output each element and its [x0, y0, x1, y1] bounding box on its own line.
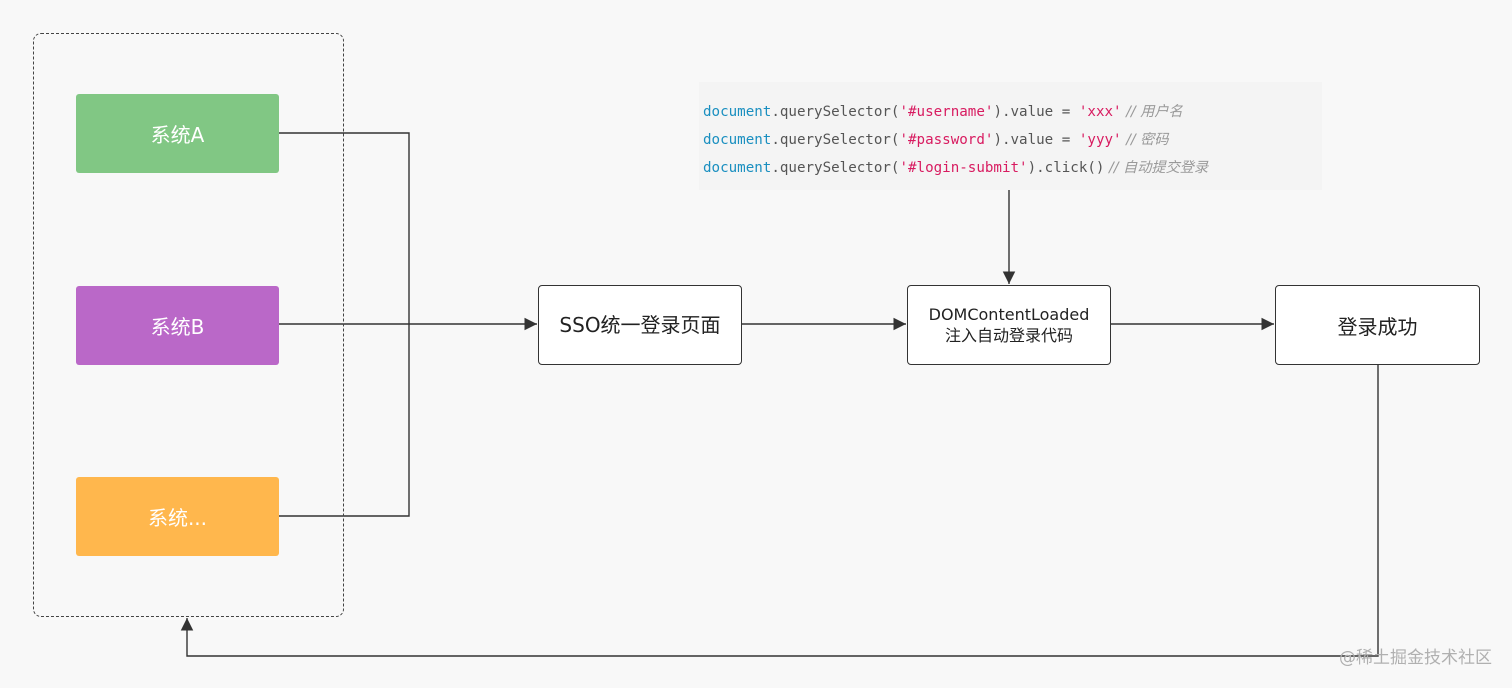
edge-system-etc: [279, 324, 410, 517]
code-line: document.querySelector('#username').valu…: [703, 98, 1322, 126]
code-comment: // 自动提交登录: [1104, 160, 1209, 176]
code-call: ).value =: [993, 104, 1079, 120]
system-b-node: 系统B: [76, 286, 279, 365]
login-success-label: 登录成功: [1337, 314, 1418, 339]
code-object: document: [703, 104, 772, 120]
code-object: document: [703, 132, 772, 148]
code-object: document: [703, 160, 772, 176]
watermark: @稀土掘金技术社区: [1339, 648, 1492, 668]
code-string: '#login-submit': [899, 160, 1028, 176]
code-call: ).value =: [993, 132, 1079, 148]
code-line: document.querySelector('#password').valu…: [703, 126, 1322, 154]
login-success-node: 登录成功: [1275, 285, 1480, 365]
dom-inject-node: DOMContentLoaded 注入自动登录代码: [907, 285, 1111, 365]
dom-inject-label-line1: DOMContentLoaded: [928, 305, 1090, 324]
sso-login-page-label: SSO统一登录页面: [559, 313, 721, 337]
system-etc-label: 系统...: [147, 506, 208, 530]
code-line: document.querySelector('#login-submit').…: [703, 154, 1322, 182]
code-call: .querySelector(: [771, 160, 900, 176]
dom-inject-label-line2: 注入自动登录代码: [944, 326, 1073, 345]
code-snippet: document.querySelector('#username').valu…: [699, 82, 1322, 190]
systems-group: [33, 33, 344, 617]
edge-system-a: [279, 132, 410, 324]
code-value: 'xxx': [1078, 104, 1122, 120]
system-etc-node: 系统...: [76, 477, 279, 556]
code-comment: // 用户名: [1121, 104, 1183, 120]
code-call: ).click(): [1027, 160, 1105, 176]
sso-login-page-node: SSO统一登录页面: [538, 285, 742, 365]
system-b-label: 系统B: [150, 315, 205, 339]
code-value: 'yyy': [1078, 132, 1122, 148]
edge-success-to-systems: [180, 365, 1379, 657]
code-string: '#password': [899, 132, 994, 148]
code-call: .querySelector(: [771, 104, 900, 120]
code-call: .querySelector(: [771, 132, 900, 148]
system-a-node: 系统A: [76, 94, 279, 173]
code-string: '#username': [899, 104, 994, 120]
code-comment: // 密码: [1121, 132, 1169, 148]
system-a-label: 系统A: [150, 123, 205, 147]
